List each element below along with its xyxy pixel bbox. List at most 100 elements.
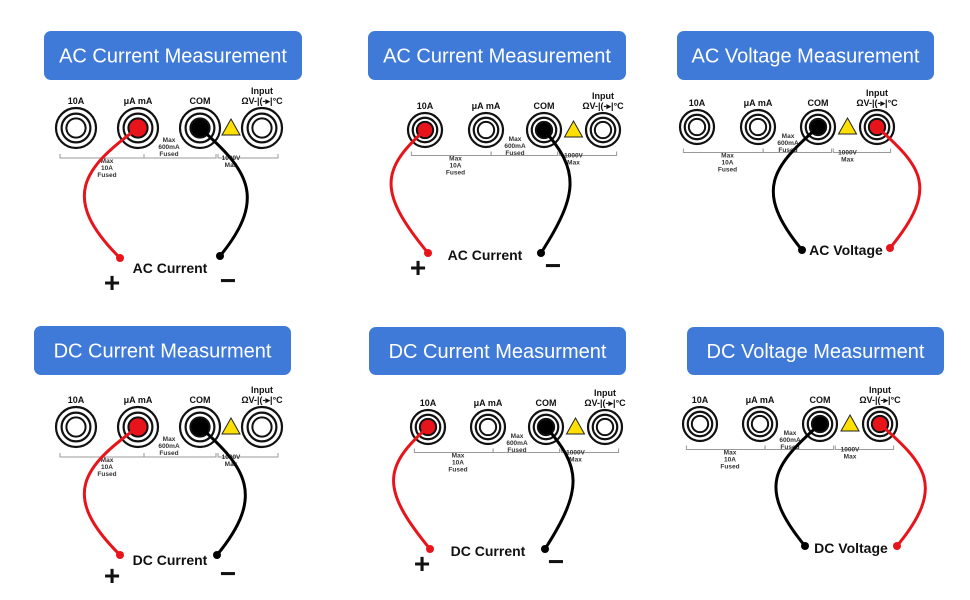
- fuse-note: 10A: [101, 464, 113, 471]
- terminal-label: ΩV-|(-▸|°C: [584, 398, 626, 408]
- fuse-note: Max: [844, 454, 857, 461]
- fuse-note: Max: [163, 137, 176, 144]
- fuse-note: Max: [509, 136, 522, 143]
- terminal-jack: [678, 108, 716, 146]
- bracket: [558, 151, 618, 156]
- fuse-note: Fused: [780, 444, 799, 451]
- terminal-label: COM: [190, 96, 211, 106]
- panel-title: DC Voltage Measurment: [707, 341, 925, 363]
- warning-triangle-icon: [221, 117, 241, 136]
- fuse-note: Max: [101, 158, 114, 165]
- panel-title-box: [687, 327, 944, 375]
- panel-6: DC Voltage Measurment 10A μA mA COM ΩV-|(-▸|…: [681, 327, 944, 556]
- plus-sign: +: [104, 560, 120, 591]
- bracket: [143, 453, 217, 458]
- plus-sign: +: [414, 548, 430, 579]
- measurement-label: AC Current: [133, 260, 208, 276]
- fuse-note: 600mA: [506, 440, 528, 447]
- terminal-label: 10A: [68, 96, 85, 106]
- fuse-note: Max: [452, 453, 465, 460]
- panel-title: DC Current Measurment: [54, 341, 272, 363]
- panel-title-box: [369, 327, 626, 375]
- bracket: [834, 445, 895, 450]
- terminal-label: μA mA: [124, 395, 153, 405]
- terminal-label: 10A: [692, 395, 709, 405]
- lead-tip: [798, 246, 806, 254]
- measurement-label: DC Current: [133, 552, 208, 568]
- panel-title-box: [368, 31, 626, 80]
- black-test-lead: [543, 426, 575, 550]
- panel-title: AC Voltage Measurement: [692, 46, 920, 68]
- bracket: [832, 148, 892, 153]
- black-test-lead: [199, 425, 247, 556]
- fuse-note: 1000V: [564, 153, 583, 160]
- input-label: Input: [594, 388, 616, 398]
- terminal-jack: [586, 408, 624, 446]
- bracket: [217, 453, 279, 458]
- terminal-label: ΩV-|(-▸|°C: [856, 98, 898, 108]
- fuse-note: Max: [449, 156, 462, 163]
- panel-4: DC Current Measurment 10A μA mA COM ΩV-|(-▸|…: [34, 326, 291, 591]
- bracket: [217, 154, 279, 159]
- terminal-label: 10A: [689, 98, 706, 108]
- terminal-jack: [54, 106, 98, 150]
- warning-triangle-icon: [565, 416, 586, 435]
- terminal-label: COM: [536, 398, 557, 408]
- terminal-label: COM: [810, 395, 831, 405]
- panel-title-box: [44, 31, 302, 80]
- fuse-note: Max: [225, 162, 238, 169]
- terminal-jack: [681, 405, 719, 443]
- terminal-label: μA mA: [746, 395, 775, 405]
- terminal-label: 10A: [417, 101, 434, 111]
- fuse-note: Fused: [720, 464, 739, 471]
- red-test-lead: [879, 422, 927, 547]
- fuse-note: 10A: [450, 163, 462, 170]
- fuse-note: 1000V: [838, 150, 857, 157]
- terminal-jack: [467, 111, 505, 149]
- terminal-jack: [741, 405, 779, 443]
- terminal-label: ΩV-|(-▸|°C: [241, 395, 283, 405]
- terminal-label: ΩV-|(-▸|°C: [859, 395, 901, 405]
- fuse-note: Fused: [97, 471, 116, 478]
- lead-tip: [801, 542, 809, 550]
- fuse-note: 1000V: [566, 450, 585, 457]
- terminal-label: 10A: [68, 395, 85, 405]
- fuse-note: 10A: [101, 165, 113, 172]
- terminal-label: μA mA: [124, 96, 153, 106]
- black-test-lead: [539, 129, 572, 254]
- warning-triangle-icon: [840, 413, 860, 432]
- measurement-label: DC Current: [451, 543, 526, 559]
- minus-sign: −: [548, 546, 564, 577]
- terminal-label: ΩV-|(-▸|°C: [582, 101, 624, 111]
- fuse-note: Max: [782, 133, 795, 140]
- panel-title: AC Current Measurement: [59, 46, 287, 68]
- fuse-note: Max: [567, 160, 580, 167]
- fuse-note: 10A: [724, 457, 736, 464]
- red-test-lead: [389, 128, 430, 254]
- fuse-note: Fused: [159, 450, 178, 457]
- bracket: [764, 445, 835, 450]
- terminal-jack: [584, 111, 622, 149]
- measurement-label: AC Current: [448, 247, 523, 263]
- red-test-lead: [82, 126, 139, 260]
- terminal-jack: [54, 405, 98, 449]
- terminal-label: COM: [190, 395, 211, 405]
- red-test-lead: [392, 425, 432, 550]
- minus-sign: −: [545, 250, 561, 281]
- terminal-jack: [469, 408, 507, 446]
- panel-title: DC Current Measurment: [389, 341, 607, 363]
- fuse-note: Fused: [448, 467, 467, 474]
- terminal-label: μA mA: [474, 398, 503, 408]
- bracket: [143, 154, 217, 159]
- lead-tip: [216, 252, 224, 260]
- fuse-note: Max: [784, 430, 797, 437]
- terminal-label: μA mA: [744, 98, 773, 108]
- bracket: [560, 448, 620, 453]
- fuse-note: Fused: [446, 170, 465, 177]
- fuse-note: Fused: [718, 167, 737, 174]
- plus-sign: +: [410, 252, 426, 283]
- lead-tip: [886, 244, 894, 252]
- terminal-label: COM: [534, 101, 555, 111]
